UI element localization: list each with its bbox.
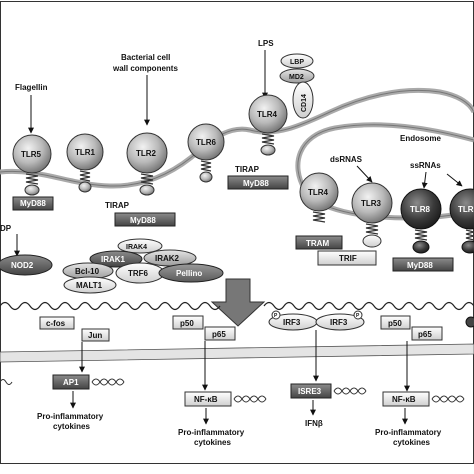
phospho-a-label: P — [274, 313, 278, 319]
p50-b-label: p50 — [388, 319, 402, 328]
pro-inflammatory-c-line2: cytokines — [393, 438, 430, 447]
phospho-a-icon — [271, 310, 281, 320]
myd88-endosome-box — [392, 257, 454, 272]
irak2-label: IRAK2 — [155, 254, 180, 263]
phospho-b-icon — [353, 310, 363, 320]
trif-box — [317, 250, 377, 266]
cd14-shape — [292, 81, 314, 119]
cd14-label: CD14 — [301, 94, 308, 112]
tlr6-label: TLR6 — [196, 138, 217, 147]
tirap-right-label: TIRAP — [235, 165, 260, 174]
nfkb-b-label: NF-κB — [392, 395, 416, 404]
pro-inflammatory-b-line2: cytokines — [194, 438, 231, 447]
nuclear-envelope — [0, 301, 474, 311]
trf6-label: TRF6 — [128, 269, 149, 278]
nfkb-a-box — [184, 391, 232, 407]
pellino-label: Pellino — [176, 269, 202, 278]
pellino-shape — [158, 263, 224, 283]
edge-factor-shape — [465, 316, 474, 328]
tlr4-endosome-label: TLR4 — [308, 188, 329, 197]
tlr1-label: TLR1 — [75, 148, 96, 157]
tlr4-endosome-receptor — [299, 172, 339, 223]
tlr4-receptor — [248, 94, 288, 156]
tlr5-label: TLR5 — [21, 150, 42, 159]
nod2-shape — [0, 254, 53, 276]
jun-label: Jun — [88, 331, 102, 340]
cfos-box — [39, 316, 75, 330]
jun-box — [81, 328, 110, 342]
nod2-label: NOD2 — [11, 261, 34, 270]
pro-inflammatory-a-line2: cytokines — [53, 422, 90, 431]
lbp-label: LBP — [290, 59, 304, 66]
p65-b-label: p65 — [418, 330, 432, 339]
signal-down-arrow — [210, 278, 266, 327]
malt1-shape — [63, 276, 117, 294]
irak4-shape — [117, 238, 163, 254]
isre3-box — [290, 383, 332, 399]
tlr1-receptor — [66, 133, 104, 193]
tlr4-label: TLR4 — [257, 110, 278, 119]
tlr8-label: TLR8 — [410, 205, 431, 214]
tlr5-receptor — [12, 134, 52, 196]
md2-shape — [279, 68, 315, 84]
nfkb-a-label: NF-κB — [194, 395, 218, 404]
tlr2-label: TLR2 — [136, 149, 157, 158]
myd88-tlr5-label: MyD88 — [20, 199, 46, 208]
myd88-tlr2-label: MyD88 — [130, 216, 156, 225]
irak1-shape — [89, 250, 143, 268]
tlr2-receptor — [126, 132, 168, 196]
irf3-b-label: IRF3 — [330, 318, 348, 327]
phospho-b-label: P — [356, 313, 360, 319]
lbp-shape — [280, 53, 314, 69]
pro-inflammatory-a-line1: Pro-inflammatory — [37, 412, 104, 421]
irak4-label: IRAK4 — [126, 244, 147, 251]
ap1-label: AP1 — [63, 378, 79, 387]
irf3-a-label: IRF3 — [283, 318, 301, 327]
ap1-box — [52, 374, 90, 390]
bcl10-label: Bcl-10 — [75, 267, 100, 276]
myd88-tlr4-label: MyD88 — [243, 179, 269, 188]
dp-fragment-label: DP — [0, 224, 12, 233]
p65-a-label: p65 — [212, 330, 226, 339]
nfkb-b-box — [382, 391, 430, 407]
tram-box — [295, 235, 343, 250]
myd88-tlr5-box — [12, 196, 54, 211]
tlr-cut-receptor — [449, 188, 474, 254]
cfos-label: c-fos — [46, 319, 66, 328]
p50-a-box — [172, 315, 204, 330]
irak1-label: IRAK1 — [101, 255, 126, 264]
tlr6-receptor — [187, 123, 225, 183]
bacterial-label-line1: Bacterial cell — [121, 53, 170, 62]
dsrnas-label: dsRNAS — [330, 155, 363, 164]
tlr8-receptor — [400, 188, 442, 254]
p65-b-box — [411, 326, 443, 341]
endosome-label: Endosome — [400, 134, 441, 143]
lps-label: LPS — [258, 39, 274, 48]
p50-a-label: p50 — [180, 319, 194, 328]
tlr3-label: TLR3 — [361, 199, 382, 208]
tram-label: TRAM — [306, 239, 329, 248]
myd88-tlr2-box — [114, 212, 176, 227]
tirap-left-label: TIRAP — [105, 201, 130, 210]
bacterial-label-line2: wall components — [112, 64, 178, 73]
p65-a-box — [204, 326, 236, 341]
pro-inflammatory-b-line1: Pro-inflammatory — [178, 428, 245, 437]
malt1-label: MALT1 — [76, 281, 103, 290]
myd88-endosome-label: MyD88 — [407, 261, 433, 270]
ifnb-label: IFNβ — [305, 419, 323, 428]
ssrnas-label: ssRNAs — [410, 161, 441, 170]
p50-b-box — [380, 315, 411, 330]
pro-inflammatory-c-line1: Pro-inflammatory — [375, 428, 442, 437]
md2-label: MD2 — [289, 74, 304, 81]
myd88-tlr4-box — [227, 175, 289, 190]
tlr-cut-label: TLR — [458, 205, 474, 214]
flagellin-label: Flagellin — [15, 83, 48, 92]
isre3-label: ISRE3 — [298, 387, 322, 396]
irf3-b-shape — [315, 313, 365, 331]
tlr3-receptor — [351, 182, 393, 248]
trif-label: TRIF — [339, 254, 357, 263]
